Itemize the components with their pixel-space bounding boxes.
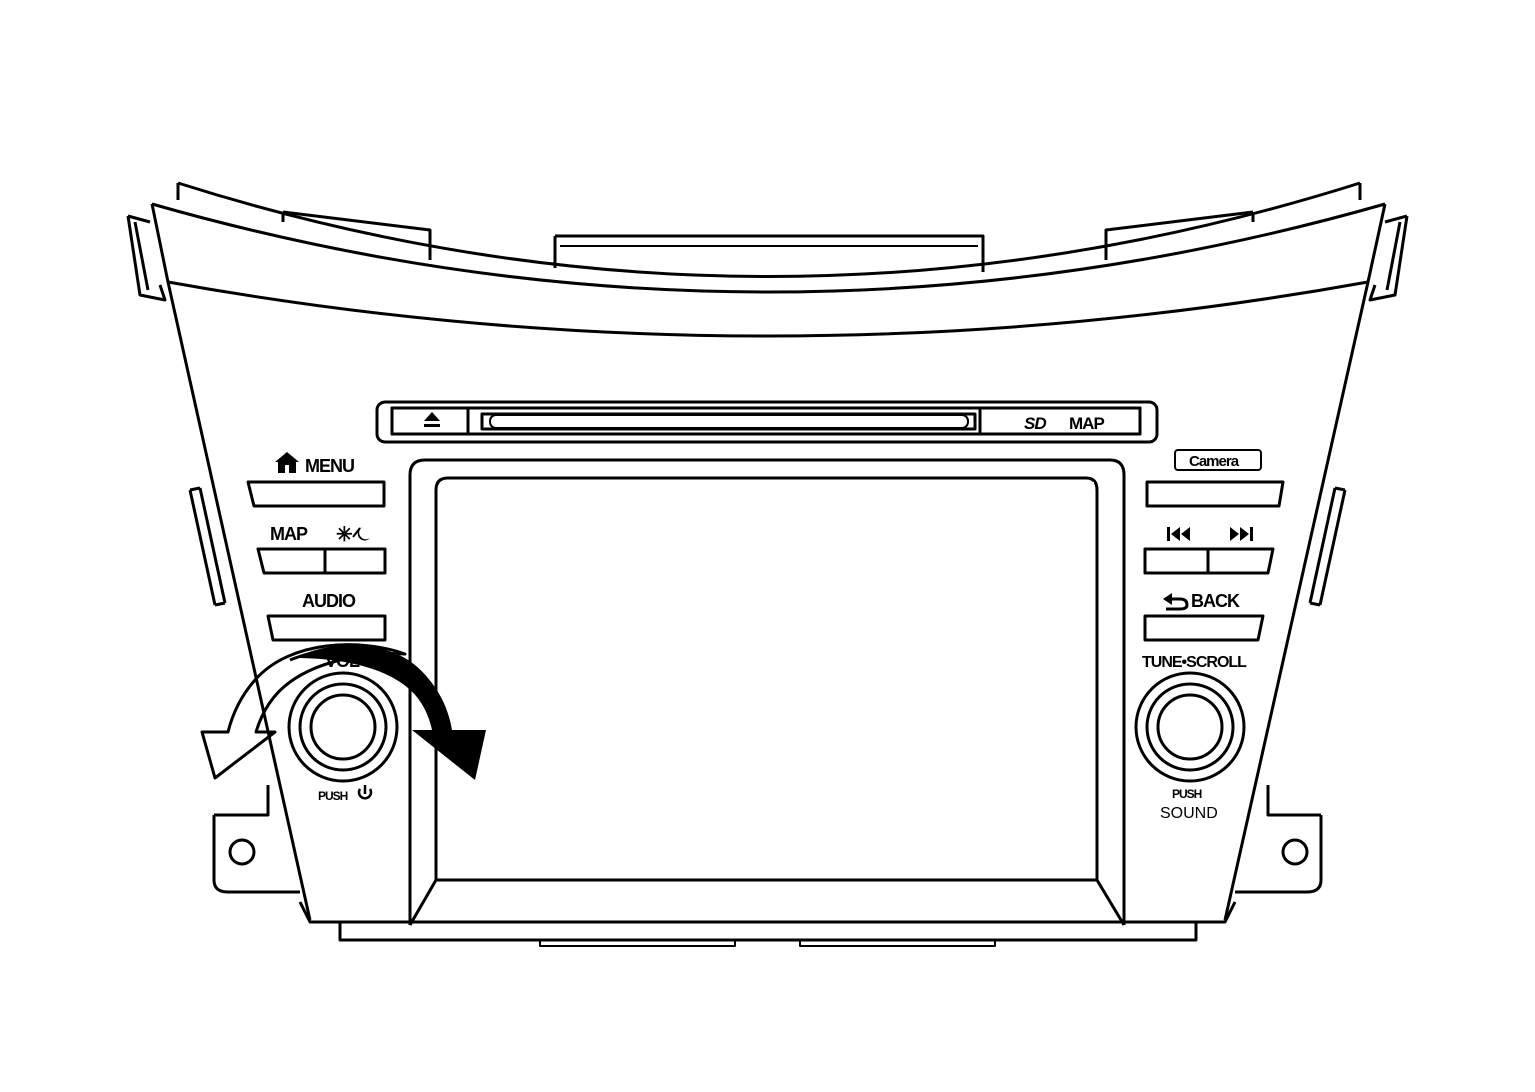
next-track-icon <box>1230 527 1253 541</box>
audio-button[interactable] <box>266 614 387 642</box>
day-night-button[interactable] <box>323 547 387 575</box>
menu-label: MENU <box>305 456 354 476</box>
rotate-clockwise-arrow-icon <box>295 645 486 780</box>
top-trim <box>126 181 1409 947</box>
push-sound-label-top: PUSH <box>1172 787 1202 801</box>
tune-scroll-knob[interactable] <box>1134 671 1246 783</box>
eject-button[interactable] <box>390 406 470 436</box>
sd-map-label: MAP <box>1069 414 1104 433</box>
sd-logo: SD <box>1024 414 1046 433</box>
menu-button[interactable] <box>246 480 386 508</box>
sd-map-slot: SD MAP <box>978 406 1142 436</box>
disc-slot <box>480 412 977 431</box>
volume-knob[interactable] <box>287 671 399 783</box>
previous-track-icon <box>1167 527 1190 541</box>
back-button[interactable] <box>1143 614 1265 642</box>
slot-strip: SD MAP <box>375 400 1159 444</box>
next-track-button[interactable] <box>1206 547 1275 575</box>
map-button[interactable] <box>256 547 327 575</box>
audio-label: AUDIO <box>302 591 356 611</box>
right-controls: Camera BACK TUNE•SCROLL PUSH SOUND <box>1134 449 1285 822</box>
camera-label: Camera <box>1189 453 1240 470</box>
previous-track-button[interactable] <box>1143 547 1210 575</box>
svg-text:✳: ✳ <box>336 524 353 546</box>
push-sound-label-bottom: SOUND <box>1160 805 1218 822</box>
map-label: MAP <box>270 524 308 544</box>
day-night-icon: ✳ <box>336 524 370 546</box>
power-icon <box>357 785 373 800</box>
left-controls: MENU MAP ✳ AUDIO VOL PUSH <box>200 452 486 803</box>
display <box>408 458 1126 926</box>
push-power-label: PUSH <box>318 789 348 803</box>
home-icon <box>275 452 299 473</box>
touch-screen[interactable] <box>440 482 1094 876</box>
back-label: BACK <box>1191 591 1240 611</box>
camera-button[interactable] <box>1145 480 1285 508</box>
eject-icon <box>424 412 440 427</box>
camera-label-box <box>1174 449 1262 471</box>
back-arrow-icon <box>1163 593 1189 611</box>
rotate-counterclockwise-arrow-icon <box>200 643 407 780</box>
tune-scroll-label: TUNE•SCROLL <box>1142 654 1247 671</box>
